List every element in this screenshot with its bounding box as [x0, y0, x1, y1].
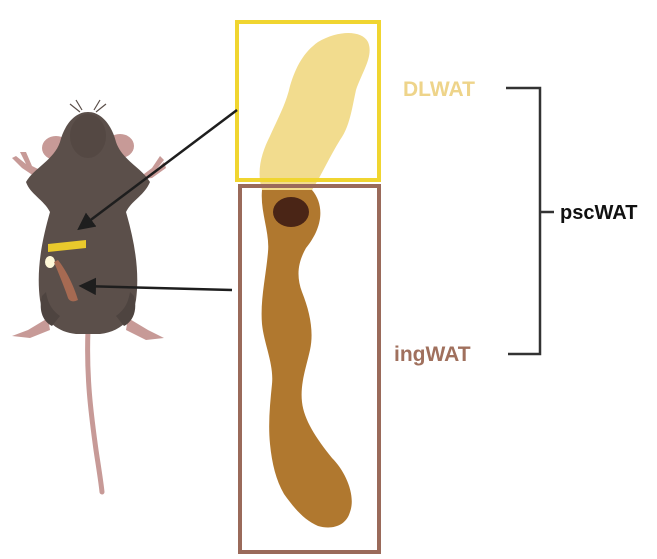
ingwat-depot-shape	[262, 190, 352, 527]
dlwat-label: DLWAT	[403, 78, 475, 101]
dlwat-depot-shape	[260, 33, 370, 190]
pscwat-label: pscWAT	[560, 202, 637, 224]
mouse-tail	[88, 330, 102, 492]
mouse-hind-foot-right	[126, 318, 164, 340]
mouse-hind-foot-left	[12, 318, 50, 338]
ingwat-label: ingWAT	[394, 343, 471, 366]
mouse-lymph-node-marker	[45, 256, 55, 268]
mouse-whiskers	[70, 100, 106, 112]
lymph-node-icon	[273, 197, 309, 227]
mouse-head	[70, 114, 106, 158]
mouse-illustration-icon	[12, 100, 166, 492]
pscwat-bracket	[506, 88, 554, 354]
